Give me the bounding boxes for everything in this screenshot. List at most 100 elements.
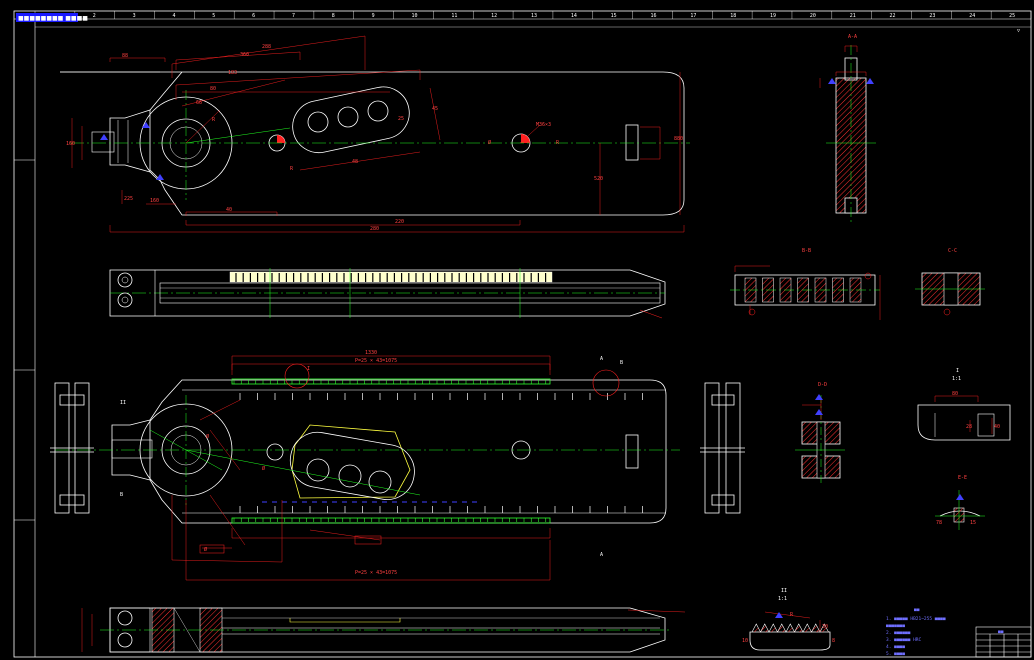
top-view-body-outline: [60, 71, 685, 216]
dim-text: R: [290, 166, 294, 172]
dim-text: 880: [674, 136, 683, 142]
grid-number: 20: [810, 13, 816, 19]
section-label: E-E: [958, 475, 967, 481]
dim-text: 80: [210, 86, 216, 92]
front-view-body-outline: [149, 379, 667, 524]
dim-text: 28: [966, 424, 972, 430]
note-item: 5. ■■■■: [886, 651, 905, 657]
dim-text: 66: [196, 100, 202, 106]
grid-number: 15: [611, 13, 617, 19]
grid-number: 17: [690, 13, 696, 19]
grid-number: 6: [252, 13, 255, 19]
grid-number: 18: [730, 13, 736, 19]
grid-number: 21: [850, 13, 856, 19]
dim-text: A: [600, 552, 603, 558]
grid-number: 11: [451, 13, 457, 19]
dim-text: I: [307, 366, 310, 372]
grid-number: 4: [172, 13, 175, 19]
front-view: 1330 P=25 × 43=1075 P=25 × 43=1075 A B I…: [55, 350, 680, 581]
dim-text: 1330: [365, 350, 377, 356]
grid-number: 24: [969, 13, 975, 19]
title-block: [975, 626, 1032, 658]
grid-number: 19: [770, 13, 776, 19]
dim-text: 25: [398, 116, 404, 122]
dim-text: 225: [124, 196, 133, 202]
notes-heading: ■■: [914, 608, 920, 613]
title-block-heading: ■■: [998, 630, 1004, 635]
grid-number: 25: [1009, 13, 1015, 19]
dim-text: Ø: [488, 139, 491, 146]
dim-text: 288: [262, 44, 271, 50]
top-view: 88 360 288 183 80 66 R 220 40 280 160 16…: [60, 35, 690, 233]
dim-text: P=25 × 43=1075: [355, 358, 397, 364]
bottom-section-view: [81, 607, 686, 653]
section-e-e: E-E 78 15: [935, 475, 985, 530]
dim-text: 8: [832, 638, 835, 644]
dim-text: 520: [594, 176, 603, 182]
dim-text: 183: [228, 70, 237, 76]
dim-text: 88: [122, 53, 128, 59]
drawing-title-badge: ■■■■■■■■ ■■■■: [16, 13, 88, 22]
drawing-frame: [13, 10, 1032, 658]
dim-text: 160: [150, 198, 159, 204]
grid-number: 3: [133, 13, 136, 19]
dim-text: 10: [742, 638, 748, 644]
grid-number: 23: [929, 13, 935, 19]
detail-label: II: [781, 588, 787, 594]
grid-number: 12: [491, 13, 497, 19]
left-end-view: [50, 382, 94, 514]
dim-text: 360: [240, 52, 249, 58]
section-label: A-A: [848, 34, 857, 40]
dim-text: R: [790, 612, 794, 618]
dim-text: 40: [994, 424, 1000, 430]
top-view-dimensions: 88 360 288 183 80 66 R 220 40 280 160 16…: [66, 44, 683, 232]
surface-finish-mark: ▽: [1017, 28, 1020, 34]
grid-number: 2: [93, 13, 96, 19]
dim-text: 80: [952, 391, 958, 397]
section-label: B-B: [802, 248, 811, 254]
dim-text: Ø: [206, 433, 209, 440]
dim-text: 280: [370, 226, 379, 232]
note-item: ■■■■■■■: [886, 624, 905, 629]
dim-text: Ø: [204, 546, 207, 553]
dim-text: 48: [352, 159, 358, 165]
dim-text: 15: [970, 520, 976, 526]
dim-text: 78: [936, 520, 942, 526]
dim-text: 220: [395, 219, 404, 225]
dim-text: M36×3: [536, 122, 551, 128]
grid-number: 9: [372, 13, 375, 19]
dim-text: R: [556, 140, 560, 146]
top-view-slot: [292, 86, 410, 154]
dim-text: B: [120, 492, 123, 498]
grid-number: 22: [890, 13, 896, 19]
section-label: C-C: [948, 248, 957, 254]
side-view-upper: [109, 268, 666, 319]
dim-text: R: [212, 117, 216, 123]
top-view-clevis: [109, 109, 151, 173]
dim-text: 30: [822, 624, 828, 630]
right-end-view: [700, 382, 745, 514]
note-item: 1. ■■■■■ HB21~255 ■■■■: [886, 616, 946, 622]
dim-text: II: [120, 400, 126, 406]
drawing-title-badge-text: ■■■■■■■■ ■■■■: [18, 15, 88, 22]
section-c-c: C-C: [915, 248, 985, 316]
section-a-a: A-A: [819, 34, 876, 225]
grid-number: 13: [531, 13, 537, 19]
dim-text: 40: [226, 207, 232, 213]
detail-scale: 1:1: [778, 596, 787, 602]
dim-text: A: [600, 356, 603, 362]
dim-text: B: [620, 360, 623, 366]
detail-label: I: [956, 368, 959, 374]
grid-number: 10: [411, 13, 417, 19]
grid-number: 7: [292, 13, 295, 19]
detail-scale: 1:1: [952, 376, 961, 382]
section-d-d: D-D: [795, 382, 845, 485]
note-item: 2. ■■■■■■: [886, 630, 911, 636]
note-item: 4. ■■■■: [886, 644, 905, 650]
grid-number: 16: [651, 13, 657, 19]
dim-text: 45: [432, 106, 438, 112]
dim-text: Ø: [262, 465, 265, 472]
dim-text: 160: [66, 141, 75, 147]
section-label: D-D: [818, 382, 827, 388]
